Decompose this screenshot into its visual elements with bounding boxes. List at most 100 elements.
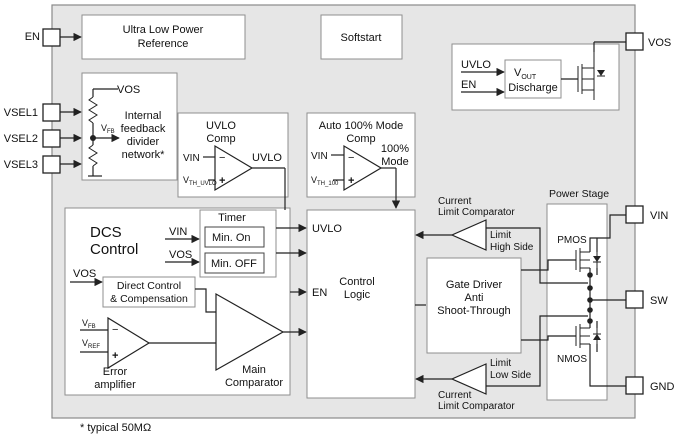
dcs-control-block: DCS Control Timer Min. On Min. OFF VIN V… bbox=[64, 207, 307, 396]
auto-out-line2: Mode bbox=[381, 156, 409, 168]
discharge-vout: VOUT bbox=[514, 67, 537, 81]
control-logic-block: UVLO EN Control Logic bbox=[306, 209, 416, 399]
pin-en-label: EN bbox=[25, 31, 40, 43]
main-comparator-icon bbox=[215, 292, 285, 372]
sense-high-wire bbox=[486, 227, 588, 284]
err-label-line1: Error bbox=[103, 366, 128, 378]
cl-top-in1: Limit bbox=[490, 230, 511, 241]
uvlo-vth-label: VTH_UVLO bbox=[183, 175, 217, 187]
main-label-line2: Comparator bbox=[225, 377, 283, 389]
resistor-icon bbox=[88, 144, 98, 167]
pin-gnd-label: GND bbox=[650, 381, 675, 393]
gate-label-line3: Shoot-Through bbox=[437, 305, 510, 317]
gate-label-line2: Anti bbox=[465, 292, 484, 304]
current-limit-comparator-icon bbox=[450, 219, 487, 251]
cl-bot-line2: Limit Comparator bbox=[438, 401, 515, 412]
gate-driver-block: Gate Driver Anti Shoot-Through bbox=[426, 257, 522, 354]
timer-vin-label: VIN bbox=[169, 226, 187, 238]
fb-label-line2: feedback bbox=[121, 123, 166, 135]
discharge-block: UVLO EN VOUT Discharge bbox=[451, 42, 620, 111]
auto-vth-label: VTH_100 bbox=[311, 175, 339, 187]
auto-comp-line1: Auto 100% Mode bbox=[319, 120, 403, 132]
svg-text:−: − bbox=[219, 152, 225, 164]
svg-text:−: − bbox=[112, 324, 118, 336]
pin-vin-box bbox=[625, 205, 644, 224]
auto-vin-label: VIN bbox=[311, 151, 328, 162]
pin-vin-label: VIN bbox=[650, 210, 668, 222]
uvlo-comparator-icon bbox=[214, 144, 254, 192]
power-stage-block: Power Stage PMOS NMOS bbox=[546, 188, 609, 401]
auto-comp-line2: Comp bbox=[346, 133, 375, 145]
timer-vos-label: VOS bbox=[169, 249, 192, 261]
discharge-transistor-icon bbox=[577, 52, 605, 100]
footnote: * typical 50MΩ bbox=[80, 422, 151, 434]
uvlo-out-label: UVLO bbox=[252, 152, 282, 164]
gate-nmos-wire bbox=[521, 335, 576, 341]
pin-vsel2-box bbox=[42, 129, 61, 148]
err-label-line2: amplifier bbox=[94, 379, 136, 391]
dc-vos-label: VOS bbox=[73, 268, 96, 280]
svg-text:−: − bbox=[348, 152, 354, 164]
pin-vsel3-box bbox=[42, 155, 61, 174]
pin-sw-box bbox=[625, 290, 644, 309]
pin-vsel3: VSEL3 bbox=[4, 155, 82, 174]
uvlo-comparator-block: UVLO Comp − + VIN VTH_UVLO UVLO bbox=[177, 112, 289, 198]
pin-gnd-box bbox=[625, 376, 644, 395]
pin-vsel1: VSEL1 bbox=[4, 103, 82, 122]
min-off-label: Min. OFF bbox=[211, 258, 257, 270]
pin-vsel3-label: VSEL3 bbox=[4, 159, 38, 171]
min-off-box bbox=[204, 252, 265, 274]
cl-bot-in1: Limit bbox=[490, 358, 511, 369]
svg-text:+: + bbox=[112, 350, 118, 362]
svg-text:+: + bbox=[219, 175, 225, 187]
discharge-inner-box bbox=[504, 59, 562, 99]
nmos-label: NMOS bbox=[557, 354, 587, 365]
pin-en-box bbox=[42, 28, 61, 47]
pin-vos-box bbox=[625, 32, 644, 51]
pmos-label: PMOS bbox=[557, 235, 587, 246]
ulp-label-line1: Ultra Low Power bbox=[123, 24, 204, 36]
min-on-label: Min. On bbox=[212, 232, 251, 244]
direct-control-box bbox=[102, 276, 196, 308]
softstart-block: Softstart bbox=[320, 14, 403, 60]
pin-en: EN bbox=[25, 28, 82, 47]
auto-100-comparator-block: Auto 100% Mode Comp − + VIN VTH_100 100%… bbox=[306, 112, 416, 209]
pin-gnd: GND bbox=[625, 376, 675, 395]
err-vref-label: VREF bbox=[82, 338, 100, 350]
ulp-label-line2: Reference bbox=[138, 38, 189, 50]
power-stage-label: Power Stage bbox=[549, 188, 609, 200]
cl-bot-in2: Low Side bbox=[490, 370, 532, 381]
logic-label-line1: Control bbox=[339, 276, 374, 288]
dc-label-line1: Direct Control bbox=[117, 280, 181, 292]
pin-sw-label: SW bbox=[650, 295, 668, 307]
timer-label: Timer bbox=[218, 212, 246, 224]
min-on-box bbox=[204, 226, 265, 248]
uvlo-vin-label: VIN bbox=[183, 153, 200, 164]
logic-uvlo-label: UVLO bbox=[312, 223, 342, 235]
gate-pmos-wire bbox=[521, 259, 576, 271]
cl-top-line1: Current bbox=[438, 196, 472, 207]
current-limit-high-side: Current Limit Comparator Limit High Side bbox=[415, 196, 534, 253]
softstart-label: Softstart bbox=[341, 32, 382, 44]
dcs-label-line2: Control bbox=[90, 241, 138, 258]
dcs-label-line1: DCS bbox=[90, 224, 122, 241]
fb-label-line3: divider bbox=[127, 136, 160, 148]
gate-label-line1: Gate Driver bbox=[446, 279, 503, 291]
uvlo-comp-line2: Comp bbox=[206, 133, 235, 145]
cl-top-in2: High Side bbox=[490, 242, 534, 253]
feedback-divider-block: VOS VFB Internal feedback divider networ… bbox=[81, 72, 178, 181]
cl-bot-line1: Current bbox=[438, 390, 472, 401]
current-limit-comparator-icon bbox=[450, 363, 487, 395]
fb-vfb-label: VFB bbox=[101, 123, 115, 135]
pin-vos-label: VOS bbox=[648, 37, 671, 49]
error-amplifier-icon bbox=[107, 316, 151, 370]
main-label-line1: Main bbox=[242, 364, 266, 376]
logic-en-label: EN bbox=[312, 287, 327, 299]
discharge-label: Discharge bbox=[508, 82, 558, 94]
pin-vsel2: VSEL2 bbox=[4, 129, 82, 148]
fb-vos-label: VOS bbox=[117, 84, 140, 96]
sense-low-wire bbox=[486, 315, 588, 387]
svg-text:+: + bbox=[348, 175, 354, 187]
auto-comparator-icon bbox=[343, 144, 383, 192]
